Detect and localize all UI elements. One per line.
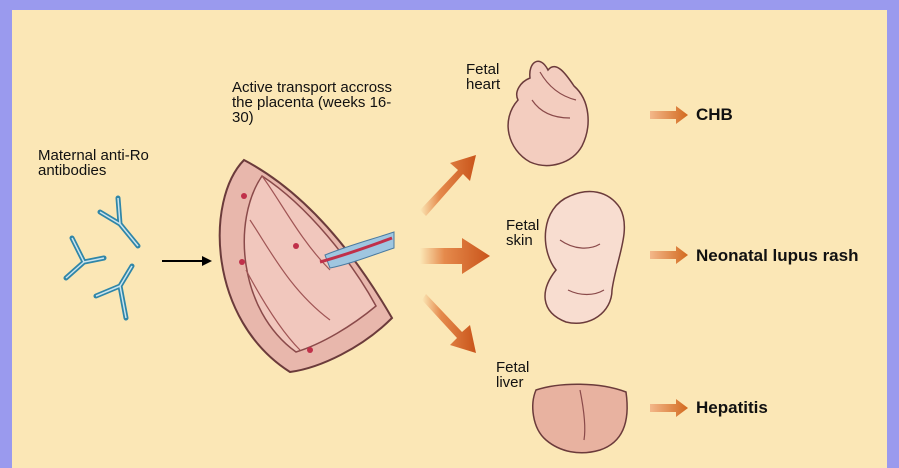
label-transport: Active transport accross the placenta (w…	[232, 80, 402, 125]
arrow-to-rash	[650, 246, 688, 264]
arrow-to-liver	[422, 294, 476, 353]
transport-arrow	[162, 256, 212, 266]
outcome-neonatal-lupus-rash: Neonatal lupus rash	[696, 247, 858, 265]
outcome-chb: CHB	[696, 106, 733, 124]
liver-illustration	[533, 384, 627, 453]
label-fetal-heart: Fetal heart	[466, 62, 516, 92]
arrow-to-skin	[420, 238, 490, 274]
arrow-to-heart	[420, 155, 476, 216]
arrow-to-hepatitis	[650, 399, 688, 417]
placenta-illustration	[220, 160, 394, 372]
label-fetal-liver: Fetal liver	[496, 360, 540, 390]
arrow-to-chb	[650, 106, 688, 124]
label-fetal-skin: Fetal skin	[506, 218, 550, 248]
label-maternal: Maternal anti-Ro antibodies	[38, 148, 168, 178]
heart-illustration	[508, 61, 588, 165]
fetus-illustration	[545, 192, 624, 324]
outcome-hepatitis: Hepatitis	[696, 399, 768, 417]
